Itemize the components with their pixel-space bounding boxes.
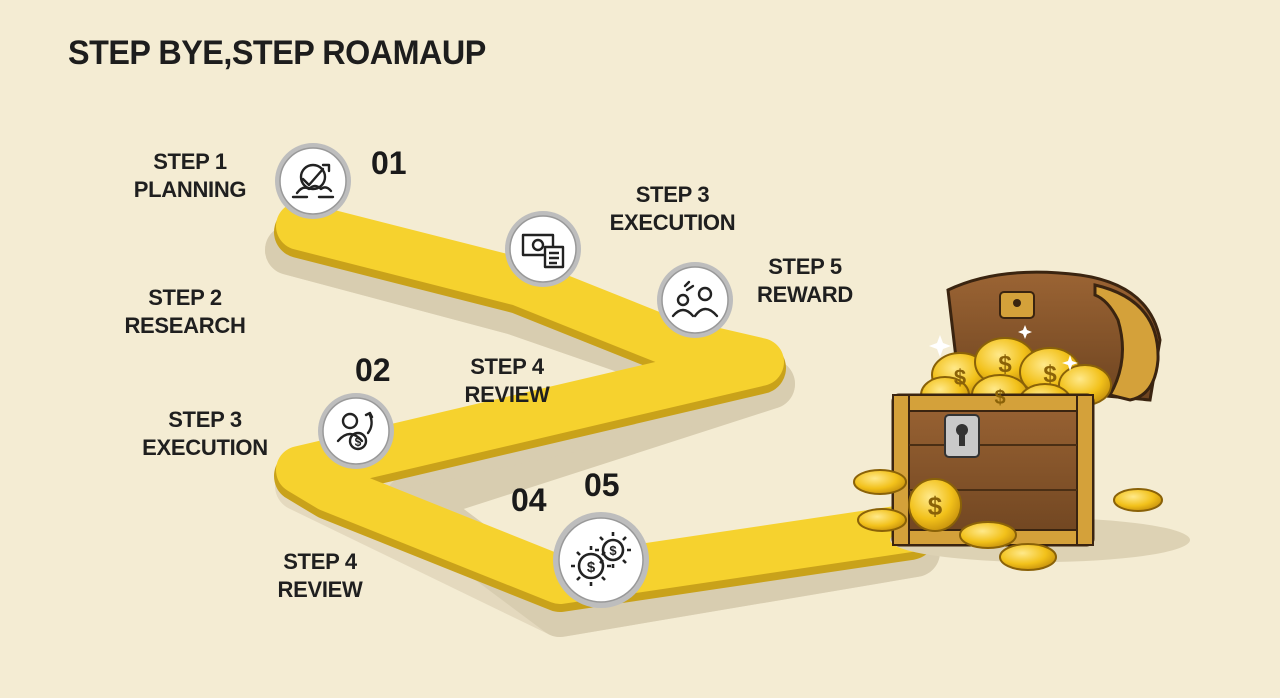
svg-text:$: $ bbox=[609, 543, 617, 558]
document-cash-icon bbox=[505, 211, 581, 287]
step-label-line2: EXECUTION bbox=[609, 210, 736, 235]
step-label-line1: STEP 3 bbox=[635, 182, 710, 207]
step-label: STEP 2 RESEARCH bbox=[115, 284, 255, 340]
step-label-line1: STEP 5 bbox=[768, 254, 842, 279]
svg-text:$: $ bbox=[355, 435, 362, 449]
step-label-line1: STEP 1 bbox=[153, 149, 227, 174]
page-title: STEP BYE,STEP ROAMAUP bbox=[68, 34, 486, 72]
step-label-line2: REWARD bbox=[757, 282, 853, 307]
svg-text:$: $ bbox=[587, 559, 596, 576]
people-discussion-icon bbox=[657, 262, 733, 338]
step-number: 02 bbox=[355, 352, 391, 388]
step-label-line2: RESEARCH bbox=[124, 313, 246, 338]
step-label-line2: REVIEW bbox=[464, 382, 550, 407]
step-label-line1: STEP 3 bbox=[168, 407, 242, 432]
step-label-line1: STEP 2 bbox=[148, 285, 222, 310]
svg-text:$: $ bbox=[928, 491, 943, 521]
treasure-chest-icon: $ $ $ $ $ bbox=[853, 270, 1190, 571]
step-label-line2: EXECUTION bbox=[142, 435, 268, 460]
svg-text:$: $ bbox=[1043, 361, 1057, 388]
step-label-line2: PLANNING bbox=[133, 177, 247, 202]
person-money-growth-icon: $ bbox=[318, 393, 394, 469]
svg-text:$: $ bbox=[994, 387, 1005, 409]
step-label: STEP 5 REWARD bbox=[740, 253, 870, 309]
step-label-line1: STEP 4 bbox=[283, 549, 357, 574]
svg-text:$: $ bbox=[954, 365, 966, 390]
step-number: 04 bbox=[511, 482, 547, 518]
handshake-checkmark-icon bbox=[275, 143, 351, 219]
step-label-line2: REVIEW bbox=[277, 577, 363, 602]
step-label: STEP 3 EXECUTION bbox=[130, 406, 280, 462]
step-number: 05 bbox=[584, 467, 620, 503]
step-label: STEP 3 EXECUTION bbox=[595, 181, 750, 237]
step-label: STEP 4 REVIEW bbox=[255, 548, 385, 604]
yellow-road-path bbox=[274, 202, 936, 612]
step-number: 01 bbox=[371, 145, 407, 181]
step-label-line1: STEP 4 bbox=[470, 354, 544, 379]
step-label: STEP 4 REVIEW bbox=[442, 353, 572, 409]
svg-text:$: $ bbox=[998, 351, 1012, 378]
step-label: STEP 1 PLANNING bbox=[120, 148, 260, 204]
dollar-gears-icon: $ $ bbox=[553, 512, 649, 608]
